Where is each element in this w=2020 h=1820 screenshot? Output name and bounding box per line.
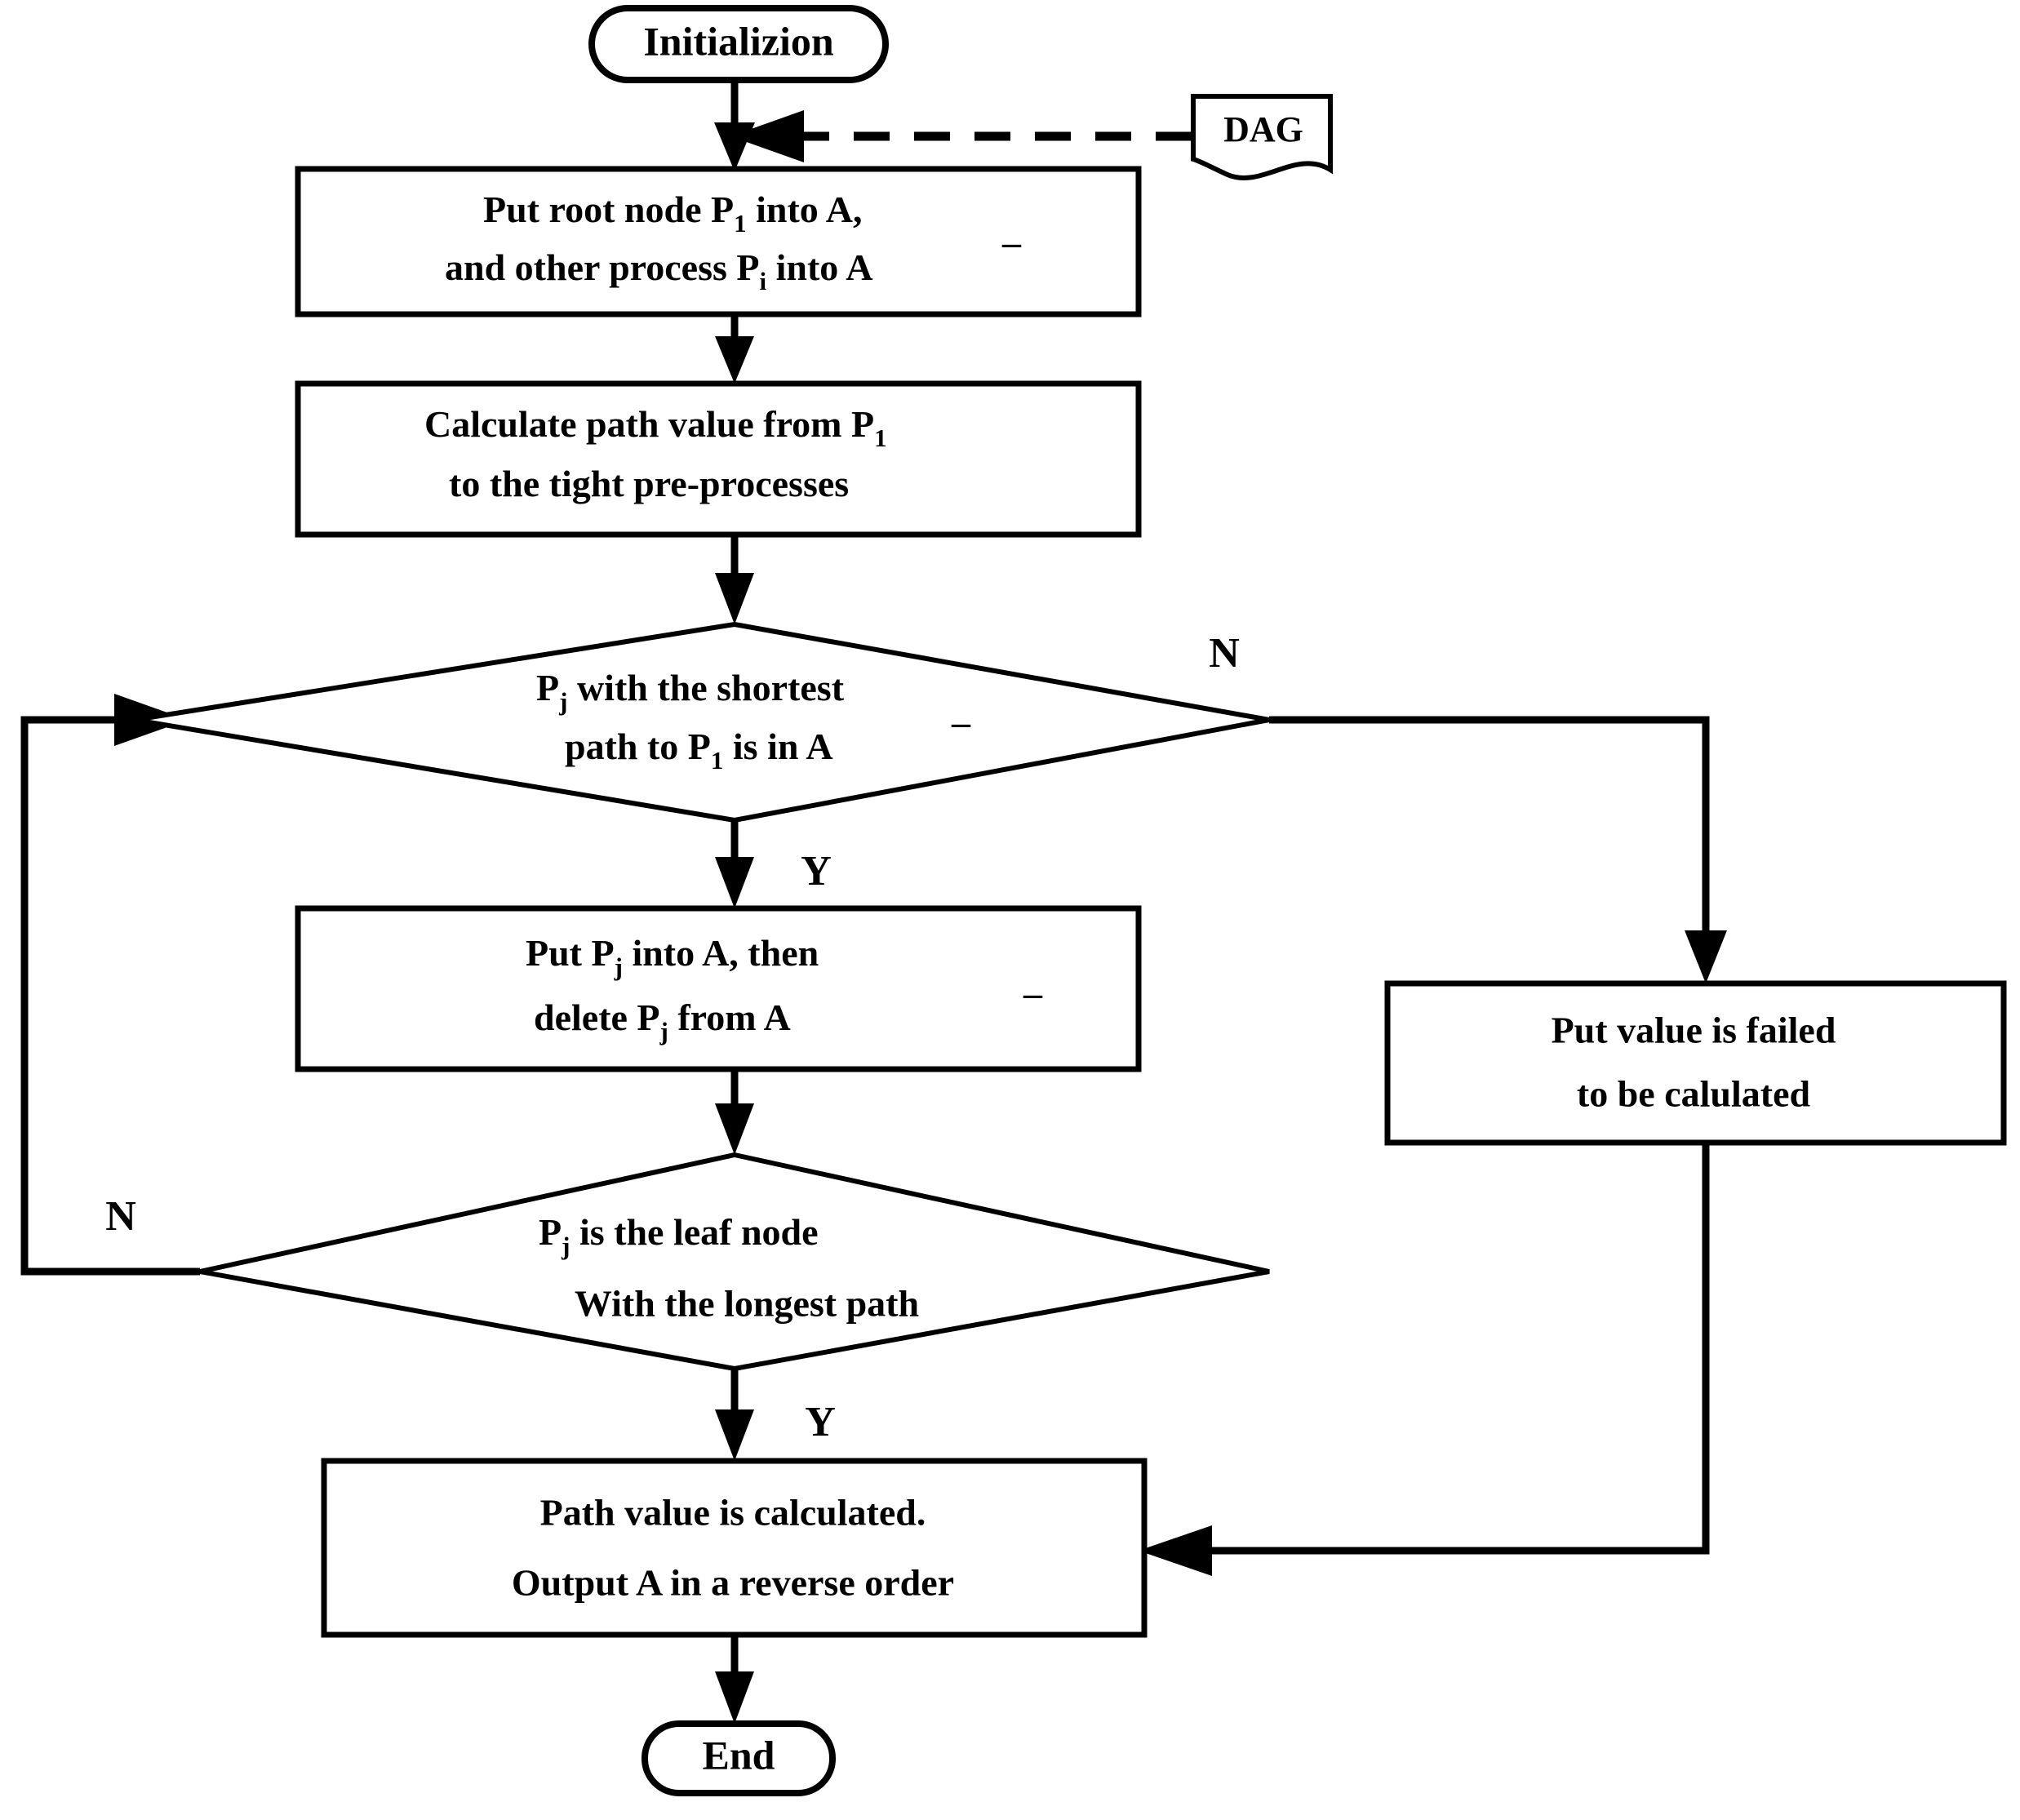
- node-calc-process[interactable]: Calculate path value from P1 to the tigh…: [295, 380, 1142, 538]
- connector-failed-to-output: [1139, 1143, 1710, 1576]
- node-put-pj-process[interactable]: Put Pj into A, then delete Pj from A –: [295, 905, 1142, 1072]
- output-process-line2: Output A in a reverse order: [512, 1562, 954, 1604]
- decision-shortest-line2: path to P1 is in A: [565, 726, 833, 775]
- connector-dag-dashed: [730, 110, 1192, 162]
- branch-label-shortest-yes: Y: [801, 848, 832, 894]
- branch-label-shortest-no: N: [1209, 630, 1240, 677]
- node-decision-leaf[interactable]: Pj is the leaf node With the longest pat…: [199, 1152, 1270, 1372]
- start-label: Initializion: [643, 18, 834, 64]
- decision-leaf-line1: Pj is the leaf node: [539, 1211, 819, 1260]
- failed-process-line2: to be calulated: [1577, 1073, 1811, 1115]
- node-start-terminator[interactable]: Initializion: [588, 5, 889, 83]
- connector-put-pj-to-decision-leaf: [715, 1069, 754, 1155]
- put-pj-overbar: –: [1023, 972, 1043, 1014]
- init-process-line1: Put root node P1 into A,: [483, 189, 862, 237]
- node-failed-process[interactable]: Put value is failed to be calulated: [1384, 980, 2007, 1146]
- connector-init-to-calc: [715, 314, 754, 384]
- connector-start-to-init: [714, 78, 755, 171]
- connector-output-to-end: [715, 1635, 754, 1724]
- connector-shortest-no-to-failed: [1269, 716, 1727, 983]
- branch-label-leaf-no: N: [105, 1193, 136, 1240]
- connector-calc-to-decision-shortest: [715, 535, 754, 624]
- end-label: End: [703, 1732, 775, 1778]
- dag-label: DAG: [1223, 109, 1303, 149]
- node-end-terminator[interactable]: End: [642, 1720, 836, 1796]
- init-process-line2: and other process Pi into A: [445, 246, 872, 295]
- calc-process-line1: Calculate path value from P1: [424, 403, 887, 452]
- init-process-overbar: –: [1001, 221, 1022, 263]
- node-decision-shortest[interactable]: Pj with the shortest path to P1 is in A …: [134, 621, 1270, 823]
- node-init-process[interactable]: Put root node P1 into A, and other proce…: [295, 166, 1142, 317]
- node-output-process[interactable]: Path value is calculated. Output A in a …: [321, 1458, 1148, 1638]
- put-pj-line2: delete Pj from A: [534, 997, 791, 1045]
- failed-process-line1: Put value is failed: [1552, 1010, 1836, 1051]
- node-dag-document[interactable]: DAG: [1191, 94, 1333, 180]
- connector-leaf-no-loop-back: [20, 694, 200, 1276]
- calc-process-line2: to the tight pre-processes: [449, 463, 849, 504]
- connector-shortest-yes-to-put-pj: [715, 820, 754, 908]
- decision-leaf-line2: With the longest path: [575, 1283, 919, 1325]
- put-pj-line1: Put Pj into A, then: [526, 932, 819, 981]
- decision-shortest-line1: Pj with the shortest: [536, 667, 845, 716]
- output-process-line1: Path value is calculated.: [540, 1492, 926, 1534]
- decision-shortest-overbar: –: [951, 701, 971, 743]
- connector-leaf-yes-to-output: [715, 1369, 754, 1461]
- branch-label-leaf-yes: Y: [805, 1399, 836, 1445]
